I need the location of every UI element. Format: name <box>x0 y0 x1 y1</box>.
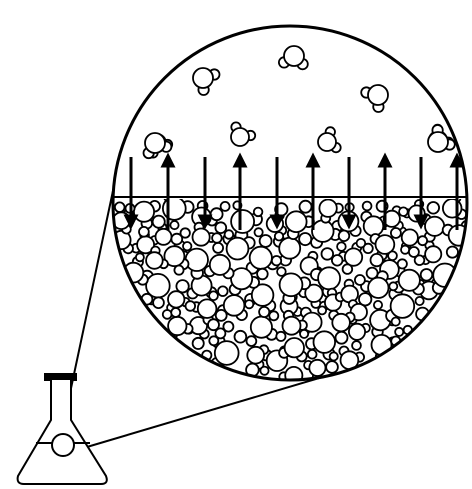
liquid-molecule-atom <box>216 310 227 321</box>
liquid-molecule-atom <box>357 239 366 248</box>
liquid-molecule-atom <box>254 208 263 217</box>
liquid-molecule-atom <box>176 280 188 292</box>
liquid-molecule-atom <box>211 208 223 220</box>
liquid-molecule-atom <box>221 202 230 211</box>
liquid-molecule-atom <box>153 216 165 228</box>
liquid-molecule-atom <box>336 332 348 344</box>
liquid-molecule-atom <box>418 236 427 245</box>
liquid-molecule-atom <box>395 328 403 336</box>
liquid-molecule-atom <box>272 256 281 265</box>
liquid-molecule-atom <box>447 247 458 258</box>
liquid-molecule-atom <box>186 301 196 311</box>
liquid-molecule-atom <box>136 253 144 261</box>
liquid-molecule-atom <box>392 318 400 326</box>
liquid-molecule-atom <box>276 332 285 341</box>
liquid-molecule-atom <box>260 235 272 247</box>
liquid-molecule-atom <box>399 207 408 216</box>
liquid-molecule-atom <box>343 264 353 274</box>
liquid-molecule-atom <box>139 227 149 237</box>
liquid-molecule-atom <box>209 291 218 300</box>
liquid-molecule-atom <box>299 233 311 245</box>
liquid-molecule-atom <box>257 269 268 280</box>
liquid-molecule-atom <box>388 251 397 260</box>
liquid-molecule-atom <box>374 301 382 309</box>
liquid-molecule-atom <box>235 331 247 343</box>
magnifier-circle <box>100 26 472 389</box>
flask-stopper <box>45 374 76 380</box>
liquid-molecule-atom <box>170 221 178 229</box>
liquid-molecule-atom <box>330 352 338 360</box>
liquid-molecule-atom <box>153 297 164 308</box>
liquid-molecule-atom <box>300 201 312 213</box>
liquid-molecule-atom <box>352 341 361 350</box>
liquid-molecule-atom <box>363 202 372 211</box>
flask-body <box>18 380 107 484</box>
liquid-molecule-atom <box>225 230 234 239</box>
liquid-molecule-atom <box>245 300 253 308</box>
liquid-molecule-atom <box>337 242 346 251</box>
liquid-molecule-atom <box>332 255 343 266</box>
liquid-molecule-atom <box>269 311 278 320</box>
erlenmeyer-flask-icon <box>18 374 107 484</box>
flask-zoom-spot <box>52 434 74 456</box>
liquid-molecule-atom <box>398 259 407 268</box>
liquid-molecule-atom <box>275 232 283 240</box>
liquid-molecule-atom <box>212 233 222 243</box>
liquid-molecule-atom <box>171 308 180 317</box>
liquid-molecule-atom <box>367 268 378 279</box>
liquid-molecule-atom <box>421 269 433 281</box>
liquid-molecule-atom <box>322 248 334 260</box>
zoom-line-lower <box>70 376 326 452</box>
liquid-molecule-atom <box>371 254 383 266</box>
liquid-molecule-atom <box>215 222 226 233</box>
liquid-molecule-atom <box>409 247 419 257</box>
liquid-molecule-atom <box>247 336 257 346</box>
liquid-molecule-atom <box>209 336 218 345</box>
liquid-molecule-atom <box>391 228 401 238</box>
liquid-molecule-atom <box>401 246 409 254</box>
liquid-molecule-atom <box>339 231 350 242</box>
liquid-molecule-atom <box>428 202 440 214</box>
liquid-molecule-atom <box>183 242 191 250</box>
liquid-molecule-atom <box>259 307 269 317</box>
liquid-molecule-atom <box>218 286 228 296</box>
liquid-molecule-atom <box>163 310 172 319</box>
liquid-molecule-atom <box>193 338 204 349</box>
liquid-molecule-atom <box>318 306 326 314</box>
liquid-molecule-atom <box>277 267 286 276</box>
liquid-molecule-atom <box>171 234 182 245</box>
liquid-molecule-atom <box>213 243 223 253</box>
liquid-molecule-atom <box>308 350 317 359</box>
liquid-molecule-atom <box>389 282 397 290</box>
liquid-molecule-atom <box>416 297 424 305</box>
liquid-molecule-atom <box>355 275 365 285</box>
liquid-molecule-atom <box>115 202 125 212</box>
liquid-molecule-atom <box>208 319 219 330</box>
liquid-molecule-atom <box>326 361 338 373</box>
liquid-molecule-atom <box>300 330 308 338</box>
liquid-molecule-atom <box>174 266 183 275</box>
liquid-molecule-atom <box>255 228 263 236</box>
liquid-molecule-atom <box>359 293 371 305</box>
liquid-molecule-atom <box>260 367 268 375</box>
